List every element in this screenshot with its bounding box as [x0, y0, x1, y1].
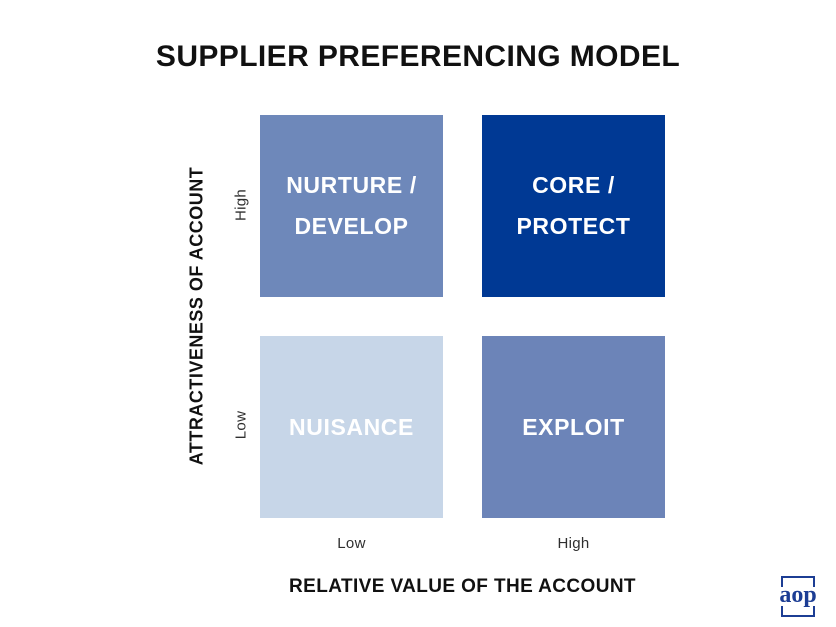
quadrant-nuisance: NUISANCE	[260, 336, 443, 518]
x-axis-title: RELATIVE VALUE OF THE ACCOUNT	[289, 576, 636, 597]
quadrant-label: NURTURE / DEVELOP	[286, 165, 417, 247]
quadrant-nurture-develop: NURTURE / DEVELOP	[260, 115, 443, 297]
page-title: SUPPLIER PREFERENCING MODEL	[155, 40, 681, 73]
logo-bracket-bottom-icon	[781, 606, 815, 617]
logo-text: aop	[779, 581, 817, 608]
logo-bracket-top-icon	[781, 576, 815, 587]
quadrant-label-line: NURTURE /	[286, 172, 417, 199]
quadrant-label-line: DEVELOP	[294, 213, 409, 239]
quadrant-label-line: EXPLOIT	[522, 413, 625, 440]
quadrant-label: CORE / PROTECT	[516, 165, 630, 247]
y-axis-high-label: High	[232, 188, 250, 222]
quadrant-label-line: NUISANCE	[289, 413, 414, 440]
quadrant-label: NUISANCE	[289, 407, 414, 448]
quadrant-label-line: PROTECT	[516, 213, 631, 239]
y-axis-low-label: Low	[232, 410, 250, 440]
x-axis-high-label: High	[557, 535, 590, 552]
y-axis-title: ATTRACTIVENESS OF ACCOUNT	[186, 166, 207, 466]
quadrant-exploit: EXPLOIT	[482, 336, 665, 518]
quadrant-label-line: CORE /	[532, 172, 615, 199]
aop-logo: aop	[770, 572, 826, 620]
quadrant-grid: NURTURE / DEVELOP CORE / PROTECT NUISANC…	[260, 115, 665, 518]
x-axis-low-label: Low	[337, 535, 366, 552]
quadrant-label: EXPLOIT	[522, 407, 625, 448]
quadrant-core-protect: CORE / PROTECT	[482, 115, 665, 297]
